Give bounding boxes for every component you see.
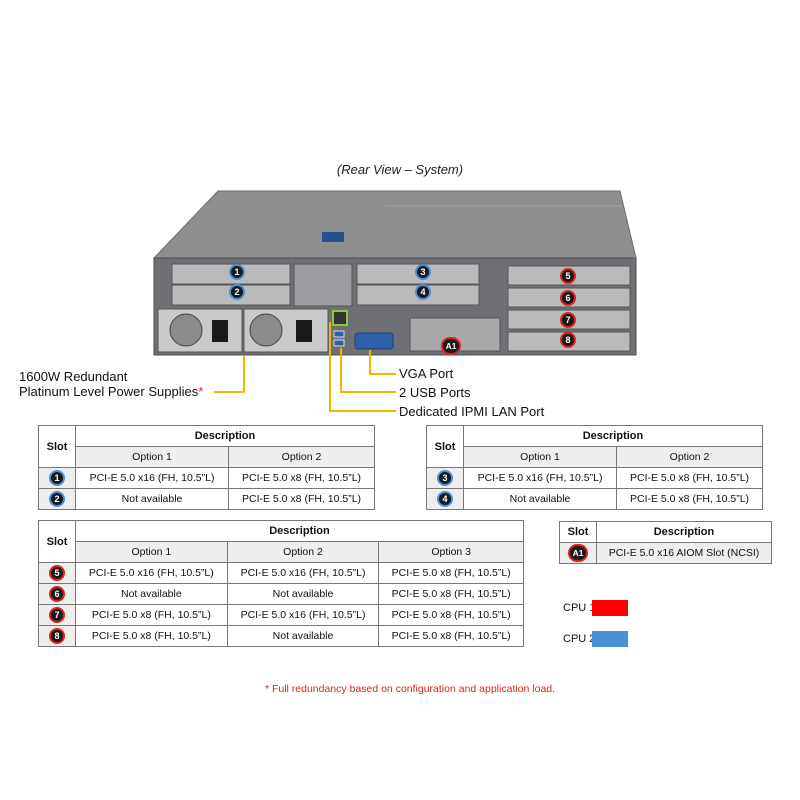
table-cell: Not available: [462, 488, 618, 510]
table-c-desc-header: Description: [75, 520, 524, 542]
slot-badge-1: 1: [49, 470, 65, 486]
chassis-top-cover: [152, 190, 637, 259]
server-rear-view: [152, 190, 637, 412]
table-cell: PCI-E 5.0 x16 (FH, 10.5”L): [462, 467, 618, 489]
vga-callout-label: VGA Port: [399, 366, 454, 381]
slot-table-1-2: Slot Description Option 1 Option 2 1 PCI…: [38, 425, 375, 510]
view-title: (Rear View – System): [336, 162, 464, 177]
table-cell: Not available: [226, 583, 380, 605]
table-row: 7 PCI-E 5.0 x8 (FH, 10.5”L) PCI-E 5.0 x1…: [38, 604, 524, 626]
table-a-option-1: Option 1: [74, 446, 230, 468]
table-cell: PCI-E 5.0 x8 (FH, 10.5”L): [228, 467, 375, 489]
table-cell: PCI-E 5.0 x16 AIOM Slot (NCSI): [596, 542, 772, 564]
table-d-slot-header: Slot: [559, 521, 597, 543]
psu-2-inlet: [296, 320, 312, 342]
table-c-option-3: Option 3: [378, 541, 524, 563]
slot-badge-8: 8: [49, 628, 65, 644]
table-row: A1 PCI-E 5.0 x16 AIOM Slot (NCSI): [559, 542, 772, 564]
table-a-slot-header: Slot: [38, 425, 76, 468]
psu-label-line2: Platinum Level Power Supplies: [19, 384, 199, 399]
slot-badge-7: 7: [49, 607, 65, 623]
table-cell: PCI-E 5.0 x8 (FH, 10.5”L): [75, 604, 228, 626]
table-b-option-1: Option 1: [462, 446, 618, 468]
psu-1-inlet: [212, 320, 228, 342]
chassis-badge-1: 1: [229, 264, 245, 280]
legend-cpu2-swatch: [592, 631, 628, 647]
table-c-option-1: Option 1: [75, 541, 228, 563]
table-row: 3 PCI-E 5.0 x16 (FH, 10.5”L) PCI-E 5.0 x…: [426, 467, 763, 489]
table-cell: PCI-E 5.0 x16 (FH, 10.5”L): [226, 562, 380, 584]
table-cell: Not available: [75, 583, 228, 605]
table-cell: PCI-E 5.0 x8 (FH, 10.5”L): [378, 583, 524, 605]
ipmi-callout-label: Dedicated IPMI LAN Port: [399, 404, 545, 419]
legend-cpu1-swatch: [592, 600, 628, 616]
legend-cpu2-label: CPU 2: [563, 633, 596, 645]
table-a-desc-header: Description: [75, 425, 375, 447]
vga-callout-line: [369, 350, 396, 375]
table-a-option-2: Option 2: [228, 446, 375, 468]
ipmi-lan-port: [332, 310, 348, 326]
slot-badge-5: 5: [49, 565, 65, 581]
center-vent: [293, 263, 353, 307]
table-row: 5 PCI-E 5.0 x16 (FH, 10.5”L) PCI-E 5.0 x…: [38, 562, 524, 584]
table-cell: Not available: [74, 488, 230, 510]
usb-callout-label: 2 USB Ports: [399, 385, 471, 400]
table-cell: PCI-E 5.0 x8 (FH, 10.5”L): [378, 604, 524, 626]
vga-port: [354, 332, 394, 350]
chassis-badge-3: 3: [415, 264, 431, 280]
chassis-badge-6: 6: [560, 290, 576, 306]
slot-table-5-8: Slot Description Option 1 Option 2 Optio…: [38, 520, 524, 647]
slot-badge-a1: A1: [568, 544, 588, 562]
usb-port-2: [333, 339, 345, 347]
table-cell: PCI-E 5.0 x8 (FH, 10.5”L): [75, 625, 228, 647]
slot-table-3-4: Slot Description Option 1 Option 2 3 PCI…: [426, 425, 763, 510]
table-c-option-2: Option 2: [226, 541, 380, 563]
table-cell: PCI-E 5.0 x8 (FH, 10.5”L): [616, 488, 763, 510]
psu-footnote-star: *: [198, 384, 204, 399]
table-c-slot-header: Slot: [38, 520, 76, 563]
slot-badge-4: 4: [437, 491, 453, 507]
table-b-desc-header: Description: [463, 425, 763, 447]
usb-callout-line: [340, 348, 396, 393]
table-cell: PCI-E 5.0 x16 (FH, 10.5”L): [226, 604, 380, 626]
chassis-badge-8: 8: [560, 332, 576, 348]
footnote: * Full redundancy based on configuration…: [264, 683, 556, 695]
slot-badge-2: 2: [49, 491, 65, 507]
table-d-desc-header: Description: [596, 521, 772, 543]
table-cell: PCI-E 5.0 x8 (FH, 10.5”L): [228, 488, 375, 510]
table-b-slot-header: Slot: [426, 425, 464, 468]
table-cell: PCI-E 5.0 x8 (FH, 10.5”L): [378, 562, 524, 584]
table-cell: PCI-E 5.0 x8 (FH, 10.5”L): [616, 467, 763, 489]
table-cell: Not available: [226, 625, 380, 647]
chassis-badge-a1: A1: [441, 337, 461, 355]
psu-1-fan: [169, 313, 203, 347]
slot-badge-6: 6: [49, 586, 65, 602]
psu-callout-label: 1600W Redundant Platinum Level Power Sup…: [19, 369, 203, 399]
chassis-badge-7: 7: [560, 312, 576, 328]
table-cell: PCI-E 5.0 x8 (FH, 10.5”L): [378, 625, 524, 647]
chassis-latch: [322, 232, 344, 242]
table-row: 2 Not available PCI-E 5.0 x8 (FH, 10.5”L…: [38, 488, 375, 510]
table-cell: PCI-E 5.0 x16 (FH, 10.5”L): [74, 467, 230, 489]
chassis-badge-2: 2: [229, 284, 245, 300]
table-row: 6 Not available Not available PCI-E 5.0 …: [38, 583, 524, 605]
psu-callout-line: [214, 356, 245, 393]
table-row: 4 Not available PCI-E 5.0 x8 (FH, 10.5”L…: [426, 488, 763, 510]
table-b-option-2: Option 2: [616, 446, 763, 468]
slot-table-aiom: Slot Description A1 PCI-E 5.0 x16 AIOM S…: [559, 521, 772, 564]
ipmi-callout-line: [329, 322, 396, 412]
table-cell: PCI-E 5.0 x16 (FH, 10.5”L): [75, 562, 228, 584]
chassis-badge-5: 5: [560, 268, 576, 284]
table-row: 1 PCI-E 5.0 x16 (FH, 10.5”L) PCI-E 5.0 x…: [38, 467, 375, 489]
slot-badge-3: 3: [437, 470, 453, 486]
legend-cpu1-label: CPU 1: [563, 602, 596, 614]
table-row: 8 PCI-E 5.0 x8 (FH, 10.5”L) Not availabl…: [38, 625, 524, 647]
psu-2-fan: [249, 313, 283, 347]
chassis-badge-4: 4: [415, 284, 431, 300]
usb-port-1: [333, 330, 345, 338]
psu-label-line1: 1600W Redundant: [19, 369, 128, 384]
